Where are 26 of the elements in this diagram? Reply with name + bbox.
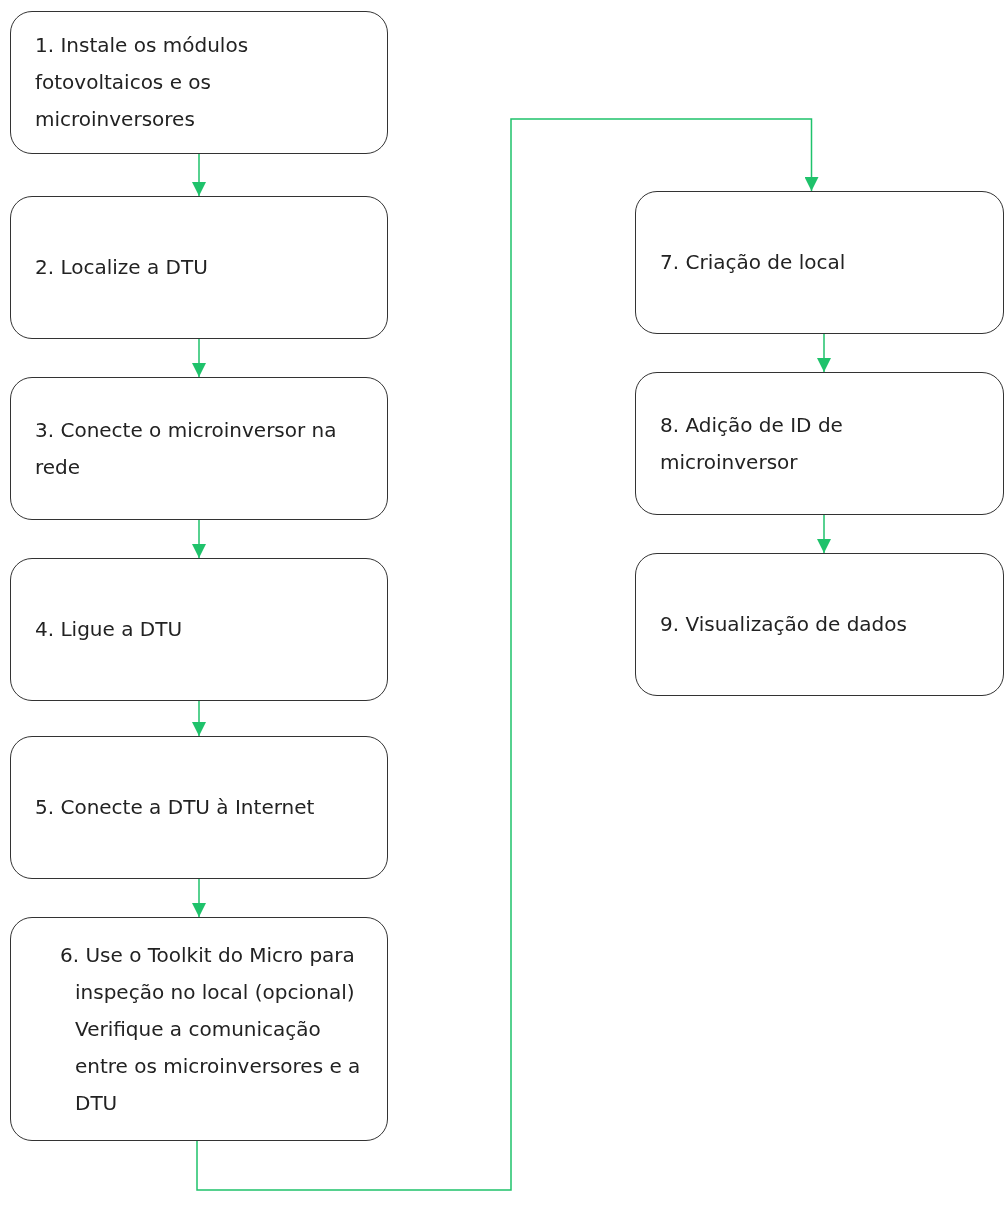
process-box [10, 196, 388, 339]
process-box [10, 558, 388, 701]
process-box [10, 11, 388, 154]
arrow [196, 118, 819, 1191]
step-text: 3. Conecte o microinversor na rede [35, 416, 338, 481]
step-text: 6. Use o Toolkit do Micro para inspeção no local (opcional) Verifique a comunicação entre os microinversores e a DTU [59, 941, 362, 1117]
process-box [635, 553, 1004, 696]
arrow [192, 153, 206, 197]
step-text: 9. Visualização de dados [660, 611, 907, 638]
arrow [817, 333, 831, 373]
arrow [192, 338, 206, 378]
step-text: 1. Instale os módulos fotovoltaicos e os microinversores [35, 32, 250, 133]
step-text: 7. Criação de local [660, 249, 846, 276]
process-box [10, 736, 388, 879]
process-box [10, 377, 388, 520]
step-text: 8. Adição de ID de microinversor [660, 411, 844, 476]
process-box [635, 191, 1004, 334]
step-text: 4. Ligue a DTU [35, 616, 183, 643]
arrow [192, 878, 206, 918]
step-text: 5. Conecte a DTU à Internet [35, 794, 315, 821]
step-text: 2. Localize a DTU [35, 254, 208, 281]
process-box [635, 372, 1004, 515]
arrow [192, 519, 206, 559]
process-box [10, 917, 388, 1141]
arrow [192, 700, 206, 737]
arrow [817, 514, 831, 554]
